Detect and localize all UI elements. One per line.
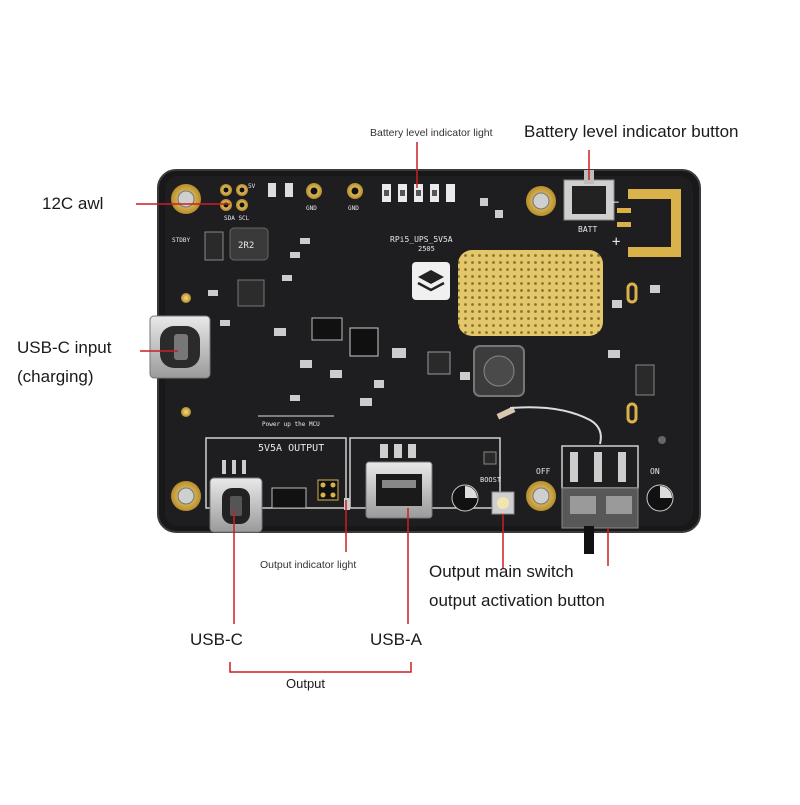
silk-off: OFF bbox=[536, 467, 551, 476]
silk-on: ON bbox=[650, 467, 660, 476]
silk-gnd-2: GND bbox=[348, 205, 359, 212]
label-usba-output: USB-A bbox=[370, 630, 422, 649]
label-main-switch: Output main switch bbox=[429, 562, 574, 581]
label-usbc-input: USB-C input bbox=[17, 338, 112, 357]
battery-level-leds bbox=[382, 184, 455, 202]
label-usbc-charging: (charging) bbox=[17, 367, 94, 386]
label-activation-button: output activation button bbox=[429, 591, 605, 610]
silk-plus: + bbox=[612, 234, 620, 250]
pcb-logo-icon bbox=[412, 262, 450, 300]
label-battery-button: Battery level indicator button bbox=[524, 122, 739, 141]
silk-5v: 5V bbox=[248, 183, 256, 190]
mount-hole-tr bbox=[526, 186, 556, 216]
label-battery-light: Battery level indicator light bbox=[370, 127, 493, 139]
usb-a-output-port bbox=[365, 444, 433, 519]
label-output-light: Output indicator light bbox=[260, 559, 357, 571]
silk-rev: 2505 bbox=[418, 245, 435, 253]
label-output-group: Output bbox=[286, 676, 326, 691]
silk-gnd-1: GND bbox=[306, 205, 317, 212]
label-usbc-output: USB-C bbox=[190, 630, 243, 649]
callout-lines bbox=[136, 142, 609, 673]
usb-c-input-port bbox=[149, 315, 211, 379]
label-i2c: 12C awl bbox=[42, 194, 104, 213]
silk-minus: − bbox=[612, 195, 619, 209]
gold-test-pad bbox=[458, 250, 603, 336]
silk-output-title: 5V5A OUTPUT bbox=[258, 443, 324, 454]
silk-stdby: STDBY bbox=[172, 237, 190, 244]
silk-boost: BOOST bbox=[480, 476, 502, 484]
capacitor-icon bbox=[451, 484, 674, 512]
inductor-2r2 bbox=[229, 227, 269, 261]
usb-c-output-port bbox=[209, 460, 263, 533]
gnd-pad-1 bbox=[306, 183, 322, 199]
silk-model: RPi5_UPS_5V5A bbox=[390, 235, 453, 244]
mount-hole-tl bbox=[171, 184, 201, 214]
silk-power-up: Power up the MCU bbox=[262, 421, 320, 428]
output-main-switch bbox=[561, 445, 639, 554]
inductor-large bbox=[473, 345, 525, 397]
silk-2r2: 2R2 bbox=[238, 241, 254, 251]
i2c-pads bbox=[220, 184, 248, 211]
silk-sda-scl: SDA SCL bbox=[224, 215, 250, 222]
output-activation-button bbox=[483, 451, 515, 515]
battery-terminal bbox=[617, 189, 681, 257]
silk-batt: BATT bbox=[578, 225, 597, 234]
mount-hole-bl bbox=[171, 481, 201, 511]
output-indicator-led bbox=[317, 479, 350, 510]
gnd-pad-2 bbox=[347, 183, 363, 199]
mount-hole-br bbox=[526, 481, 556, 511]
